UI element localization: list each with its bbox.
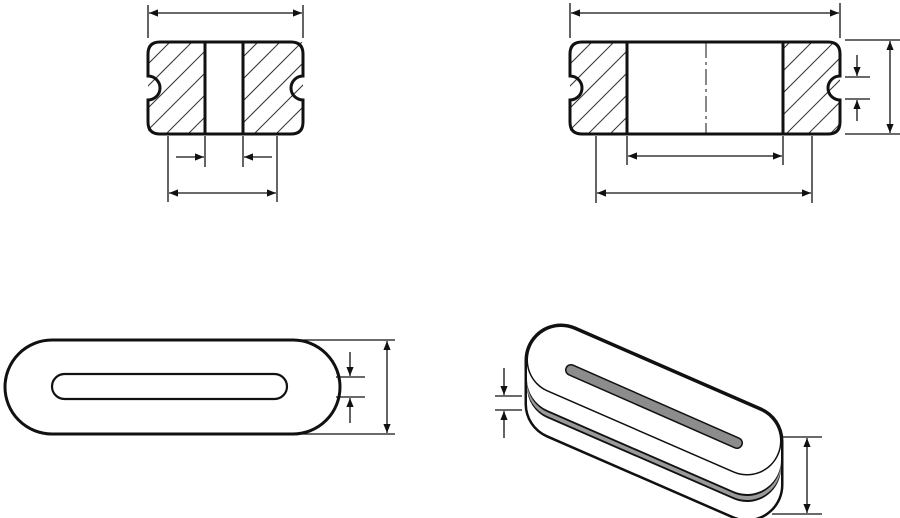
hatch-line (570, 42, 593, 65)
hatch-line (231, 62, 303, 134)
dimension-lines (147, 5, 304, 202)
hatch-line (570, 42, 615, 87)
hatch-line (148, 42, 149, 43)
hatch-line (275, 106, 303, 134)
top-view (3, 338, 395, 436)
isometric-view (524, 323, 784, 518)
hatch-line (807, 101, 840, 134)
hatch-line (297, 128, 303, 134)
hatch-line (570, 42, 637, 109)
hatch-line (148, 42, 215, 109)
hatch-line (785, 79, 840, 134)
iso-slot (566, 365, 742, 448)
hatch-line (253, 84, 303, 134)
slot (50, 372, 289, 401)
section-view-small (146, 5, 305, 202)
dimension-lines (569, 3, 900, 203)
dimension-lines (300, 339, 395, 435)
hatch-line (148, 42, 171, 65)
section-view-large (568, 3, 900, 203)
hatch-line (148, 42, 193, 87)
hatch-line (570, 42, 571, 43)
iso-dimension-lines (495, 368, 822, 515)
